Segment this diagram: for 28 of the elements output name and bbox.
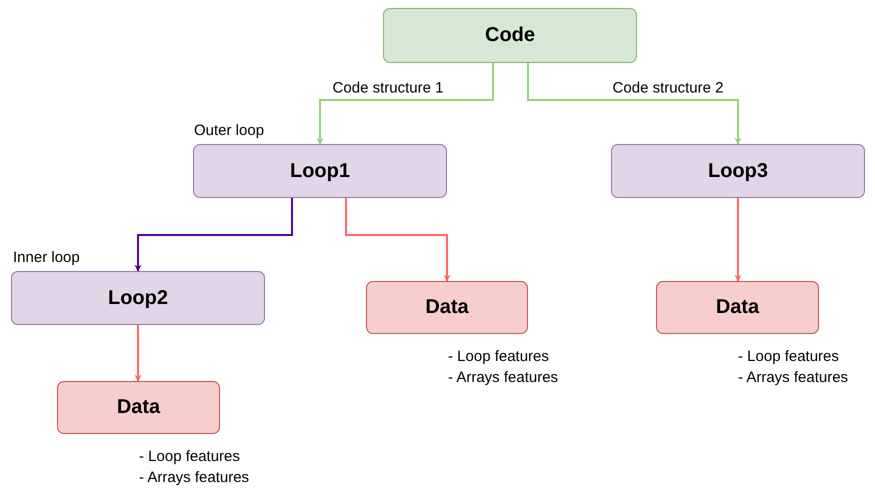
node-title: Loop3 xyxy=(708,160,768,182)
node-title: Loop1 xyxy=(290,160,350,182)
process-box xyxy=(366,281,528,334)
node-note: - Loop features xyxy=(738,347,839,367)
arrow xyxy=(345,198,450,282)
node-title: Loop2 xyxy=(108,286,168,310)
arrow xyxy=(316,63,494,145)
node-note: - Arrays features xyxy=(448,368,558,388)
node-note: - Arrays features xyxy=(139,468,250,488)
node-note: Inner loop xyxy=(13,248,80,268)
process-box xyxy=(383,8,637,63)
node-note: - Loop features xyxy=(448,347,549,367)
node-title: Data xyxy=(425,296,469,319)
process-box xyxy=(193,144,447,198)
arrow xyxy=(734,198,742,282)
arrow xyxy=(134,325,142,382)
node-note: - Arrays features xyxy=(738,368,848,388)
arrow xyxy=(527,63,742,145)
node-note: - Loop features xyxy=(139,447,240,467)
process-box xyxy=(611,144,865,198)
node-title: Data xyxy=(716,296,760,319)
node-note: Outer loop xyxy=(194,121,264,141)
node-title: Data xyxy=(116,396,160,419)
arrow xyxy=(134,198,293,272)
process-box xyxy=(57,381,220,434)
node-title: Code xyxy=(485,24,535,47)
process-box xyxy=(11,271,265,325)
process-box xyxy=(656,281,819,334)
